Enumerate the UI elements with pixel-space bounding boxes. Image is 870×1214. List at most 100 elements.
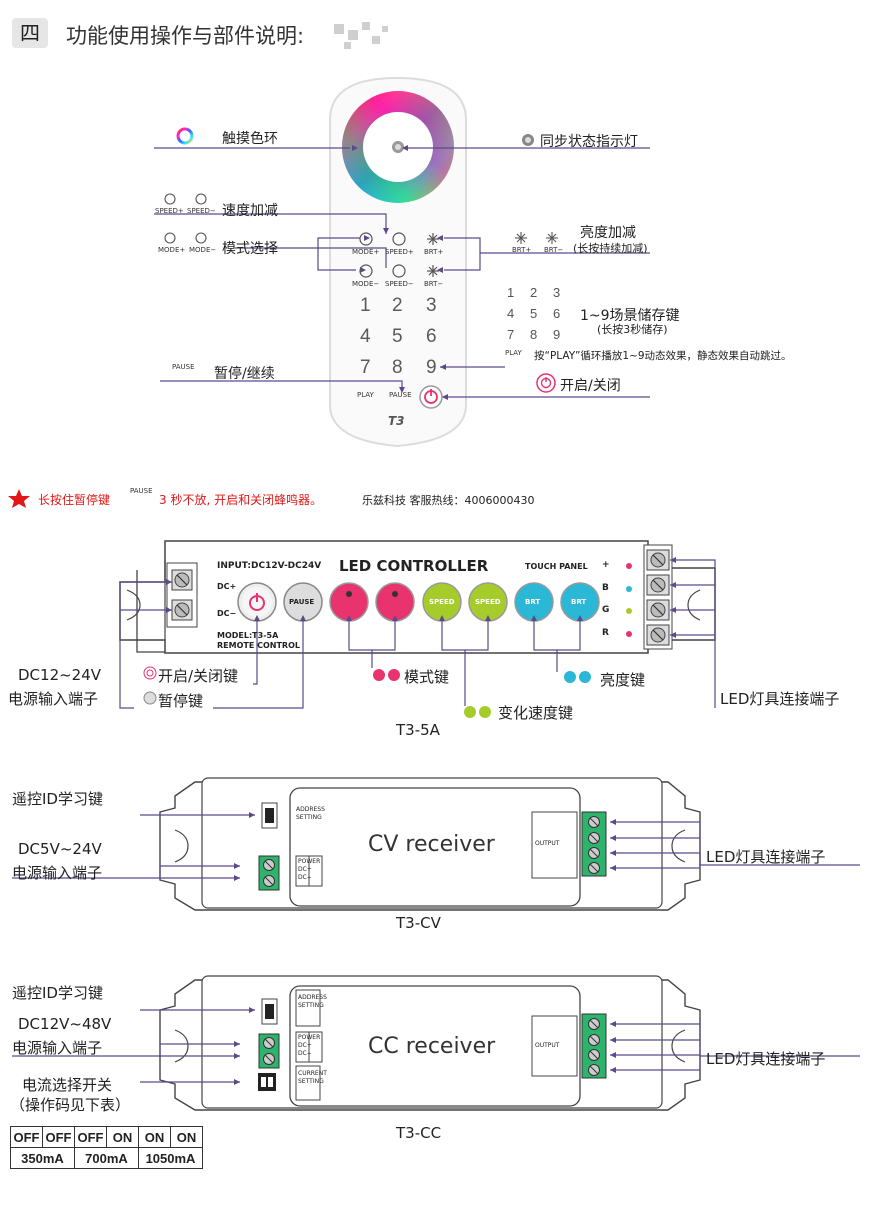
remote-key-1[interactable]: 1 — [360, 295, 371, 316]
remote-key-3[interactable]: 3 — [426, 295, 437, 316]
cv-led-terminal: LED灯具连接端子 — [706, 848, 826, 866]
remote-brt-plus[interactable]: BRT+ — [424, 248, 444, 256]
cc-current-setting: CURRENT SETTING — [298, 1070, 327, 1085]
speed-plus-legend: SPEED+ — [155, 207, 184, 215]
hotline: 乐兹科技 客服热线：4006000430 — [362, 494, 535, 507]
controller-power-input-label: 电源输入端子 — [8, 690, 99, 708]
remote-key-4[interactable]: 4 — [360, 326, 371, 347]
cv-title: CV receiver — [368, 832, 495, 857]
remote-key-5[interactable]: 5 — [392, 326, 403, 347]
controller-speed-plus-button[interactable]: SPEED — [429, 598, 455, 606]
notice-text-2: 3 秒不放, 开启和关闭蜂鸣器。 — [159, 493, 323, 507]
cc-title: CC receiver — [368, 1034, 496, 1059]
remote-key-7[interactable]: 7 — [360, 357, 371, 378]
legend-key-7: 7 — [507, 327, 515, 342]
play-description: 按“PLAY”循环播放1~9动态效果，静态效果自动跳过。 — [534, 350, 792, 362]
legend-key-5: 5 — [530, 306, 538, 321]
touch-ring-label: 触摸色环 — [222, 131, 278, 147]
section-number: 四 — [12, 18, 48, 48]
controller-caption: T3-5A — [396, 721, 440, 739]
cv-power-range: DC5V~24V — [18, 840, 102, 858]
table-cell: OFF — [10, 1126, 43, 1148]
table-cell: 1050mA — [138, 1147, 203, 1169]
mode-key-label: 模式键 — [404, 668, 450, 686]
legend-key-6: 6 — [553, 306, 561, 321]
cc-current-note: （操作码见下表） — [10, 1096, 131, 1114]
remote-mode-plus[interactable]: MODE+ — [352, 248, 380, 256]
cc-power-input-label: 电源输入端子 — [12, 1039, 103, 1057]
remote-key-2[interactable]: 2 — [392, 295, 403, 316]
table-row: OFF OFF OFF ON ON ON — [10, 1126, 203, 1148]
speed-minus-legend: SPEED− — [187, 207, 216, 215]
mode-label: 模式选择 — [222, 241, 278, 257]
cc-output: OUTPUT — [535, 1042, 560, 1049]
table-cell: 700mA — [74, 1147, 139, 1169]
brt-plus-legend: BRT+ — [512, 246, 532, 254]
controller-model-2: REMOTE CONTROL — [217, 641, 300, 650]
onoff-key-label: 开启/关闭键 — [158, 667, 239, 685]
remote-key-8[interactable]: 8 — [392, 357, 403, 378]
remote-speed-plus[interactable]: SPEED+ — [385, 248, 414, 256]
controller-power-range: DC12~24V — [18, 666, 102, 684]
mode-plus-legend: MODE+ — [158, 246, 186, 254]
pause-legend: PAUSE — [172, 363, 195, 371]
brightness-label: 亮度加减 — [580, 225, 636, 241]
remote-brt-minus[interactable]: BRT− — [424, 280, 444, 288]
remote-pause-key[interactable]: PAUSE — [389, 391, 412, 399]
power-label: 开启/关闭 — [560, 378, 621, 394]
brt-minus-legend: BRT− — [544, 246, 564, 254]
table-cell: OFF — [42, 1126, 75, 1148]
cc-learn-label: 遥控ID学习键 — [12, 984, 103, 1002]
remote-play-key[interactable]: PLAY — [357, 391, 374, 399]
legend-key-1: 1 — [507, 285, 515, 300]
cc-caption: T3-CC — [396, 1124, 442, 1142]
cc-led-terminal: LED灯具连接端子 — [706, 1050, 826, 1068]
status-light-label: 同步状态指示灯 — [540, 134, 638, 150]
channel-plus: + — [602, 560, 610, 570]
controller-brt-plus-button[interactable]: BRT — [525, 598, 541, 606]
table-cell: ON — [170, 1126, 203, 1148]
legend-key-8: 8 — [530, 327, 538, 342]
controller-led-terminal: LED灯具连接端子 — [720, 690, 840, 708]
table-cell: OFF — [74, 1126, 107, 1148]
cv-power-box: POWER DC+ DC− — [298, 858, 321, 881]
table-row: 350mA 700mA 1050mA — [10, 1147, 203, 1169]
cc-current-switch-label: 电流选择开关 — [22, 1076, 113, 1094]
controller-model-1: MODEL:T3-5A — [217, 631, 279, 640]
table-cell: 350mA — [10, 1147, 75, 1169]
cc-power-box: POWER DC+ DC− — [298, 1034, 321, 1057]
channel-b: B — [602, 583, 609, 593]
remote-key-9[interactable]: 9 — [426, 357, 437, 378]
header-pixel-decoration — [334, 22, 388, 49]
remote-speed-minus[interactable]: SPEED− — [385, 280, 414, 288]
speed-key-label: 变化速度键 — [498, 704, 574, 722]
table-cell: ON — [138, 1126, 171, 1148]
current-settings-table: OFF OFF OFF ON ON ON 350mA 700mA 1050mA — [10, 1126, 203, 1169]
remote-key-6[interactable]: 6 — [426, 326, 437, 347]
legend-key-2: 2 — [530, 285, 538, 300]
controller-dc-plus: DC+ — [217, 582, 237, 591]
controller-touch-panel: TOUCH PANEL — [525, 562, 588, 571]
controller-title: LED CONTROLLER — [339, 557, 489, 575]
mode-minus-legend: MODE− — [189, 246, 217, 254]
scene-label: 1~9场景储存键 — [580, 308, 680, 324]
channel-g: G — [602, 605, 610, 615]
cv-power-input-label: 电源输入端子 — [12, 864, 103, 882]
controller-brt-minus-button[interactable]: BRT — [571, 598, 587, 606]
cv-learn-label: 遥控ID学习键 — [12, 790, 103, 808]
notice-text: 长按住暂停键 — [38, 493, 111, 507]
brightness-note: (长按持续加减) — [573, 242, 648, 255]
cv-caption: T3-CV — [396, 914, 441, 932]
legend-key-4: 4 — [507, 306, 515, 321]
controller-pause-button[interactable]: PAUSE — [289, 598, 315, 606]
table-cell: ON — [106, 1126, 139, 1148]
pause-key-label: 暂停键 — [158, 692, 204, 710]
remote-mode-minus[interactable]: MODE− — [352, 280, 380, 288]
remote-model: T3 — [388, 414, 405, 428]
controller-speed-minus-button[interactable]: SPEED — [475, 598, 501, 606]
scene-note: (长按3秒储存) — [597, 323, 668, 336]
cc-address-setting: ADDRESS SETTING — [298, 994, 327, 1009]
channel-r: R — [602, 628, 609, 638]
cv-address-setting: ADDRESS SETTING — [296, 806, 325, 821]
